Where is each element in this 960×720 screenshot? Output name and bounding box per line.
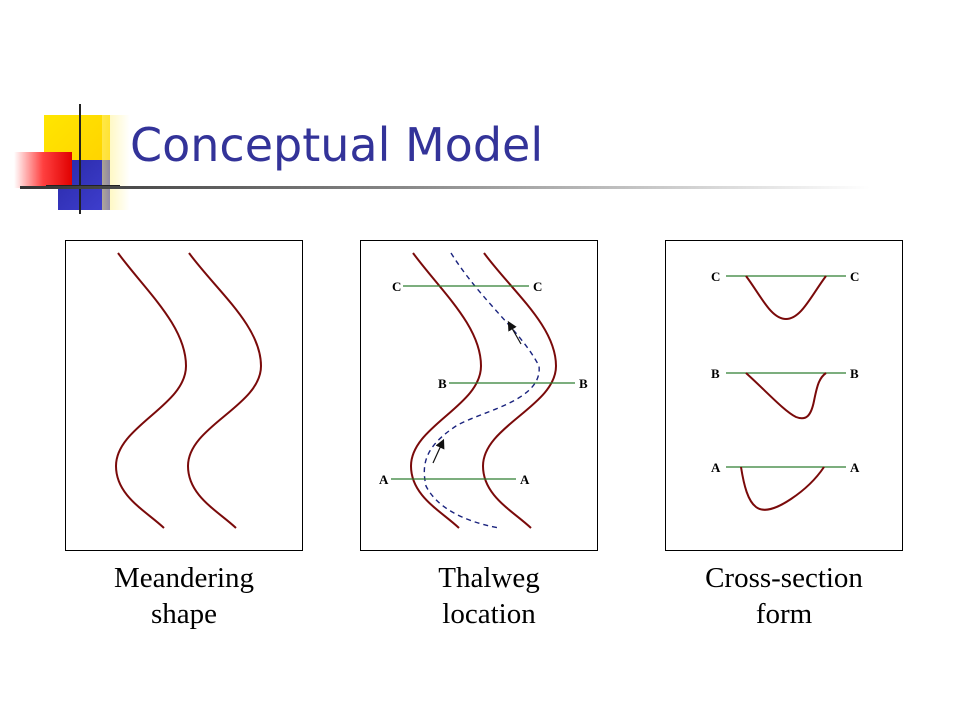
thalweg-diagram: C C B B A A [379,252,588,529]
section-c-right-label: C [850,269,859,284]
caption-line-1: Cross-section [705,562,863,594]
panel-meandering [65,240,303,551]
cross-section-a-profile [740,466,825,511]
section-b-right-label: B [850,366,859,381]
section-b-right-label: B [579,376,588,391]
thalweg-arrow-upper [507,320,522,345]
meandering-diagram [114,252,263,529]
panel-cross-section: C C B B A A [665,240,903,551]
channel-bank-right [481,252,558,529]
section-c-left-label: C [711,269,720,284]
title-underline [20,186,870,189]
cross-section-b-profile [745,372,827,420]
decor-fade-block [102,115,130,210]
slide-title: Conceptual Model [130,118,544,172]
caption-line-2: location [442,598,536,630]
cross-section-diagram: C C B B A A [711,269,860,511]
section-a-left-label: A [379,472,389,487]
thalweg-arrow-lower [432,438,445,464]
section-b-left-label: B [438,376,447,391]
caption-meandering: Meandering shape [64,560,304,632]
caption-cross-section: Cross-section form [664,560,904,632]
section-b-left-label: B [711,366,720,381]
section-c-right-label: C [533,279,542,294]
panel-thalweg: C C B B A A [360,240,598,551]
section-a-right-label: A [850,460,860,475]
decor-vertical-line [79,104,81,214]
caption-line-1: Thalweg [438,562,540,594]
caption-line-2: shape [150,598,218,630]
caption-line-2: form [755,598,813,630]
section-c-left-label: C [392,279,401,294]
cross-section-c-profile [745,275,827,321]
channel-bank-right [186,252,263,529]
channel-bank-left [114,252,188,529]
channel-bank-left [409,252,483,529]
decor-red-block [14,152,72,188]
caption-line-1: Meandering [113,562,255,594]
section-a-left-label: A [711,460,721,475]
section-a-right-label: A [520,472,530,487]
caption-thalweg: Thalweg location [369,560,609,632]
